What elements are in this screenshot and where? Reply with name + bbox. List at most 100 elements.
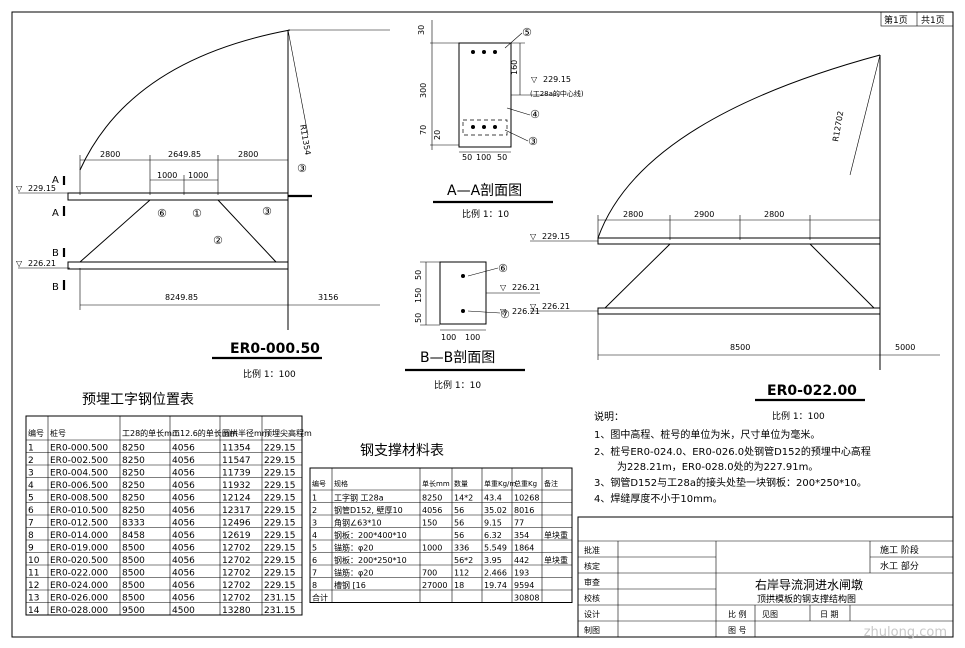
left-arch	[79, 29, 291, 171]
material-cell: 56	[454, 506, 464, 515]
right-arch	[597, 54, 881, 239]
embed-cell: 4	[28, 481, 34, 491]
material-total-label: 合计	[312, 593, 328, 603]
material-cell: 9594	[514, 581, 534, 590]
right-elev-b: 226.21	[542, 302, 570, 311]
marker-a-top: A	[52, 175, 59, 186]
bb-callout-7: ⑦	[500, 308, 510, 321]
note-2-cont: 为228.21m，ER0-028.0处的为227.91m。	[617, 460, 818, 473]
embed-cell: 8333	[122, 519, 145, 529]
section-aa-title: A—A剖面图	[447, 183, 522, 199]
watermark: zhulong.com	[863, 625, 947, 640]
embed-cell: 4056	[172, 544, 195, 554]
aa-dim-300: 300	[419, 83, 428, 98]
tb-label-review: 审查	[584, 577, 600, 587]
embed-cell: 11547	[222, 456, 251, 466]
embed-cell: 5	[28, 494, 34, 504]
embed-cell: 8458	[122, 531, 145, 541]
embed-cell: 4056	[172, 481, 195, 491]
embed-cell: 229.15	[264, 481, 296, 491]
embed-header: 工12.6的单长mm	[172, 428, 238, 438]
material-table-title: 钢支撑材料表	[360, 443, 444, 459]
aa-dim-20: 20	[433, 130, 442, 140]
left-callout-3a: ③	[262, 205, 272, 218]
embed-cell: 11739	[222, 469, 251, 479]
embed-cell: 8250	[122, 469, 145, 479]
embed-cell: 1	[28, 444, 34, 454]
material-cell: 18	[454, 581, 464, 590]
embed-cell: ER0-024.000	[50, 581, 108, 591]
right-dim-3: 2800	[764, 210, 784, 219]
material-cell: 钢管D152, 壁厚10	[334, 505, 403, 515]
embed-cell: 10	[28, 556, 40, 566]
material-header: 单重Kg/m	[484, 479, 516, 488]
embed-cell: 8500	[122, 556, 145, 566]
embed-cell: 11	[28, 569, 39, 579]
right-dim-bottom-1: 8500	[730, 343, 750, 352]
aa-dim-30: 30	[417, 25, 426, 35]
left-beam-b	[67, 261, 289, 270]
left-elevation-title: ER0-000.50	[230, 341, 320, 357]
material-cell: 19.74	[484, 581, 507, 590]
left-elev-a-symbol: ▽	[16, 184, 23, 193]
material-cell: 8	[312, 581, 317, 590]
material-cell: 150	[422, 519, 437, 528]
embed-cell: 229.15	[264, 469, 296, 479]
embed-cell: 231.15	[264, 606, 296, 616]
embed-cell: 11354	[222, 444, 251, 454]
right-dim-1: 2800	[623, 210, 643, 219]
embed-cell: 8500	[122, 581, 145, 591]
aa-dim-50b: 50	[497, 153, 507, 162]
material-cell: 槽钢 [16	[334, 580, 366, 590]
embed-cell: 6	[28, 506, 34, 516]
embed-cell: 229.15	[264, 444, 296, 454]
material-cell: 3	[312, 519, 317, 528]
section-bb: 50 150 50 100 100 ⑥ ⑦ ▽ 226.21 ▽ 226.21 …	[405, 261, 540, 391]
bb-dim-150: 150	[414, 288, 423, 303]
right-elev-a-symbol: ▽	[530, 232, 537, 241]
left-callout-6: ⑥	[157, 207, 167, 220]
bb-dim-50b: 50	[414, 313, 423, 323]
tb-drawing-name: 顶拱模板的钢支撑结构图	[757, 593, 856, 605]
page-no: 第1页	[884, 14, 908, 26]
left-elev-b-symbol: ▽	[16, 259, 23, 268]
tb-scale-value: 见图	[762, 610, 778, 619]
embed-header: 工28的单长mm	[122, 428, 180, 438]
material-cell: 112	[454, 569, 469, 578]
material-cell: 6.32	[484, 531, 502, 540]
aa-callout-5: ⑤	[522, 26, 532, 39]
aa-dim-160: 160	[510, 60, 519, 75]
embed-cell: 12496	[222, 519, 251, 529]
left-elevation-scale: 比例 1：100	[243, 368, 296, 380]
note-3: 3、钢管D152与工28a的接头处垫一块钢板：200*250*10。	[594, 476, 867, 489]
material-header: 规格	[334, 479, 348, 488]
bb-dim-100a: 100	[441, 333, 456, 342]
embed-cell: 8250	[122, 481, 145, 491]
left-callout-2: ②	[213, 234, 223, 247]
right-elevation-title: ER0-022.00	[767, 383, 857, 399]
right-elev-a: 229.15	[542, 232, 570, 241]
total-pages: 共1页	[921, 15, 945, 26]
embed-cell: 4056	[172, 581, 195, 591]
embed-cell: 4056	[172, 519, 195, 529]
left-elevation: R11354 2800 2649.85 2800 1000 1000 ▽ 229…	[16, 29, 390, 380]
material-cell: 5	[312, 544, 317, 553]
left-brace-1	[79, 199, 151, 263]
tb-label-check: 校核	[584, 593, 600, 603]
material-cell: 角钢∠63*10	[334, 518, 382, 528]
embed-cell: 229.15	[264, 556, 296, 566]
material-cell: 27000	[422, 581, 447, 590]
note-2: 2、桩号ER0-024.0、ER0-026.0处钢管D152的预埋中心高程	[594, 445, 871, 458]
embed-cell: ER0-026.000	[50, 594, 108, 604]
material-header: 数量	[454, 479, 468, 488]
section-bb-scale: 比例 1：10	[434, 379, 481, 391]
embed-header: 编号	[28, 428, 44, 438]
embed-cell: ER0-019.000	[50, 544, 108, 554]
section-bb-body	[439, 261, 487, 325]
bb-dim-50a: 50	[414, 270, 423, 280]
embed-cell: 13280	[222, 606, 251, 616]
tb-date-label: 日 期	[820, 610, 839, 619]
material-cell: 3.95	[484, 556, 502, 565]
left-dim-2: 2649.85	[168, 150, 201, 159]
